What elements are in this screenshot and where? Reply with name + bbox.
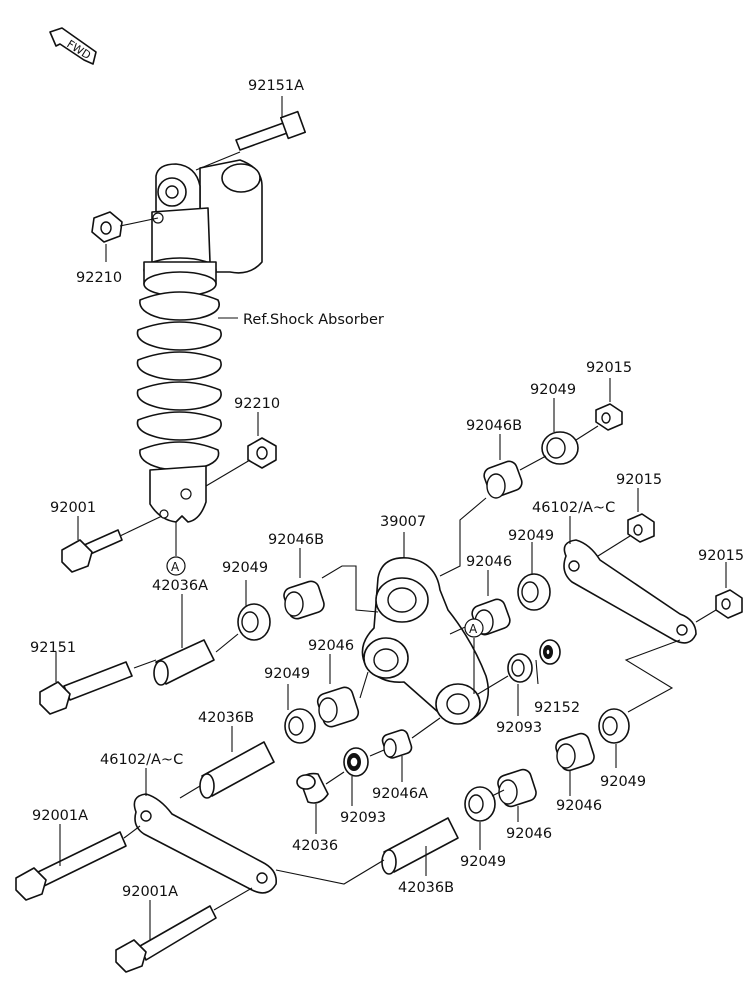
seal-92049-lower [464,786,496,822]
bearing-92046b-left [283,580,325,620]
seal-92093-left [343,747,369,777]
bolt-92001a-bottom [115,905,217,973]
label-92049-lower: 92049 [460,854,506,870]
bolt-92001 [61,529,123,573]
tie-rod-left [133,793,278,894]
marker-a-rocker-label: A [469,622,478,636]
washer-92152 [539,639,561,665]
label-92015-mid: 92015 [616,472,662,488]
shock-spring [136,291,222,471]
label-42036b-top: 42036B [198,710,254,726]
label-92046-mid-lower: 92046 [506,826,552,842]
label-92049-left: 92049 [222,560,268,576]
seal-92049-right-lower [598,708,630,744]
collar-92015-top [595,403,623,431]
nut-92210-mid [247,437,277,469]
sleeve-42036a [153,639,215,686]
bolt-92151a [235,110,307,151]
label-92049-left-lower: 92049 [264,666,310,682]
seal-92093-right [507,653,533,683]
reference-marker-a-rocker [464,618,484,638]
label-92210-mid: 92210 [234,396,280,412]
seal-92049-mid [517,573,551,611]
label-92046-right-lower: 92046 [556,798,602,814]
label-92151: 92151 [30,640,76,656]
collar-42036 [296,772,329,804]
label-42036: 42036 [292,838,338,854]
bolt-92001a-top [15,831,127,901]
seal-92049-top [541,431,579,465]
bearing-92046b-right [483,460,523,499]
label-92151a: 92151A [248,78,304,94]
label-39007: 39007 [380,514,426,530]
seal-92049-left-lower [284,708,316,744]
label-ref-shock-absorber: Ref.Shock Absorber [243,312,384,328]
collar-92015-mid [627,513,655,543]
shock-absorber [136,159,263,523]
label-92046b-right: 92046B [466,418,522,434]
label-92049-top: 92049 [530,382,576,398]
label-46102-left: 46102/A~C [100,752,183,768]
label-92049-right-lower: 92049 [600,774,646,790]
label-92210-top: 92210 [76,270,122,286]
sleeve-42036b-top [199,741,275,799]
label-92046b-left: 92046B [268,532,324,548]
label-92049-mid: 92049 [508,528,554,544]
bearing-92046a [381,729,413,759]
label-46102-right: 46102/A~C [532,500,615,516]
label-92046-rocker: 92046 [466,554,512,570]
bearing-92046-right-lower [555,732,595,772]
collar-92015-right [715,589,743,619]
tie-rod-right [563,539,697,644]
label-42036b-bottom: 42036B [398,880,454,896]
label-92015-top: 92015 [586,360,632,376]
label-92046a: 92046A [372,786,428,802]
bolt-92151 [39,661,133,715]
bearing-92046-mid-lower [497,768,537,808]
label-42036a: 42036A [152,578,208,594]
label-92093-left: 92093 [340,810,386,826]
label-92015-right: 92015 [698,548,744,564]
label-92001a-top: 92001A [32,808,88,824]
label-92001a-bottom: 92001A [122,884,178,900]
sleeve-42036b-bottom [381,817,459,875]
label-92093-right: 92093 [496,720,542,736]
marker-a-shock-label: A [171,560,180,574]
seal-92049-left [237,603,271,641]
fwd-arrow-icon: FWD [49,27,97,65]
bearing-92046-left [316,686,360,728]
reference-marker-a-shock [166,556,186,576]
label-92046-left: 92046 [308,638,354,654]
label-92152: 92152 [534,700,580,716]
rocker-arm-39007 [361,557,490,725]
label-92001: 92001 [50,500,96,516]
nut-92210-top [91,211,123,243]
